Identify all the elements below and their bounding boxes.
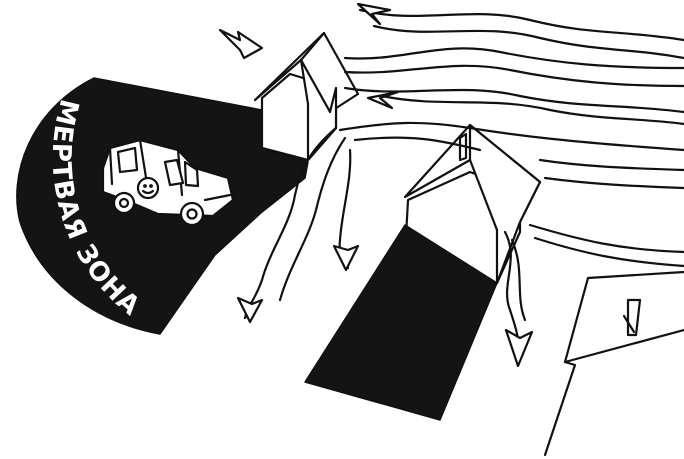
building-outline [545, 272, 684, 455]
